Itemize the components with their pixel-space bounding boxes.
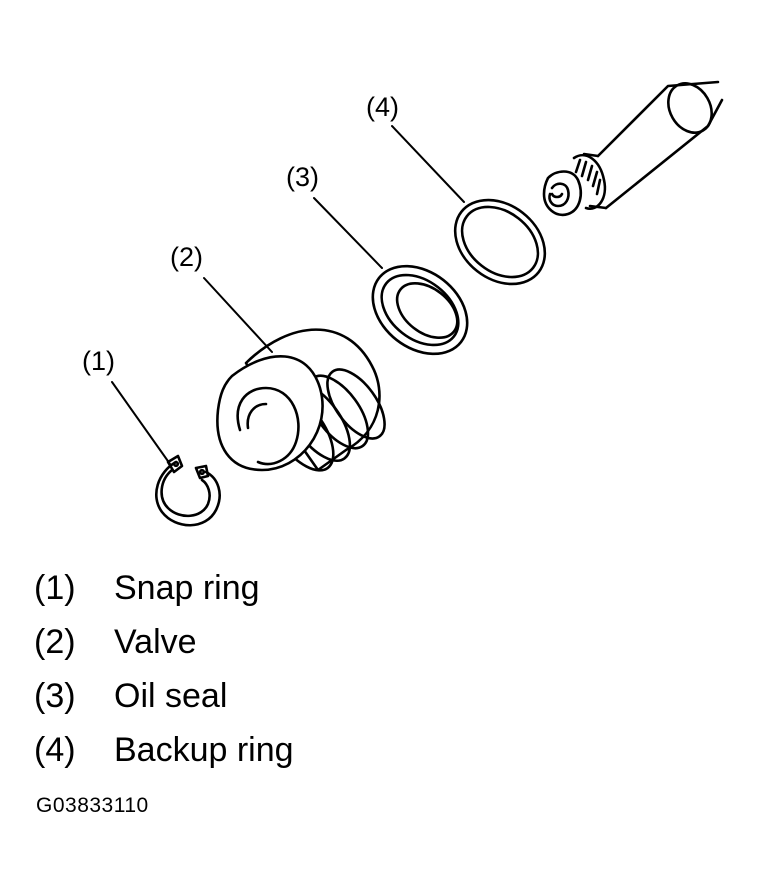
legend-number: (2) <box>34 623 76 661</box>
callout-2: (2) <box>170 242 203 272</box>
backup-ring-part <box>453 198 547 286</box>
leader-line-3 <box>313 197 383 269</box>
legend-item: (3) Oil seal <box>34 674 294 728</box>
legend-number: (3) <box>34 677 76 715</box>
legend-name: Backup ring <box>114 731 294 769</box>
shaft-assembly <box>542 80 724 217</box>
legend-name: Valve <box>114 623 197 661</box>
valve-part <box>216 328 386 472</box>
legend-number: (4) <box>34 731 76 769</box>
legend-item: (1) Snap ring <box>34 566 294 620</box>
exploded-parts-diagram: (1) (2) (3) (4) <box>82 80 724 527</box>
oil-seal-part <box>371 264 469 356</box>
figure-code: G03833110 <box>36 794 149 817</box>
snap-ring-part <box>155 454 221 527</box>
leader-lines <box>111 125 465 465</box>
legend-item: (4) Backup ring <box>34 728 294 782</box>
legend-item: (2) Valve <box>34 620 294 674</box>
callout-3: (3) <box>286 162 319 192</box>
callout-4: (4) <box>366 92 399 122</box>
leader-line-1 <box>111 381 171 465</box>
parts-legend: (1) Snap ring (2) Valve (3) Oil seal (4) Bac… <box>34 566 294 782</box>
legend-number: (1) <box>34 569 76 607</box>
legend-name: Oil seal <box>114 677 228 715</box>
leader-line-2 <box>203 277 273 353</box>
legend-name: Snap ring <box>114 569 260 607</box>
callout-1: (1) <box>82 346 115 376</box>
leader-line-4 <box>391 125 465 203</box>
